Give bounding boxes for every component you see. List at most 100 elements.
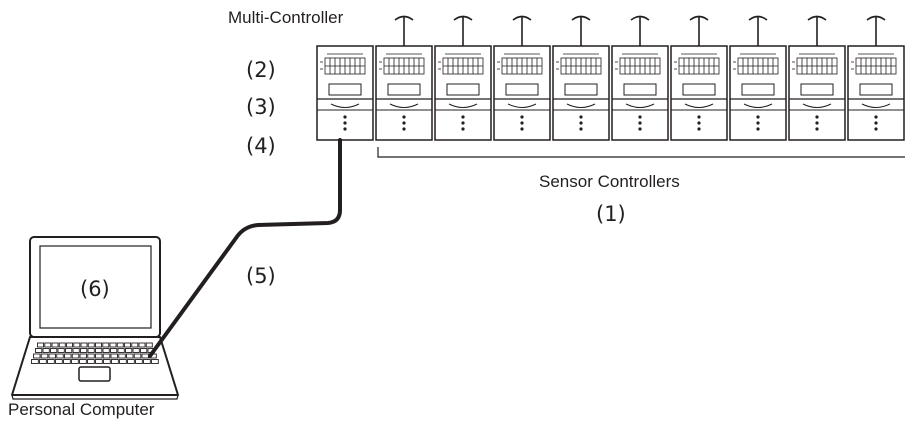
keyboard-key xyxy=(124,342,132,348)
unit-body xyxy=(847,45,905,141)
keyboard-key xyxy=(127,359,135,364)
unit-led-dot xyxy=(874,127,878,131)
keyboard-key xyxy=(95,348,103,353)
unit-led-dot xyxy=(756,121,760,125)
keyboard-key xyxy=(58,342,66,348)
unit-indicator-panel xyxy=(383,57,425,75)
keyboard-key xyxy=(44,342,52,348)
keyboard-key xyxy=(87,342,95,348)
unit-led-dot xyxy=(579,115,583,119)
keyboard-key xyxy=(103,359,111,364)
unit-led-dot xyxy=(343,121,347,125)
sensor-head-icon xyxy=(453,15,473,21)
keyboard-key xyxy=(55,359,63,364)
keyboard-key xyxy=(95,342,103,348)
keyboard-key xyxy=(71,359,79,364)
sensor-controller-unit xyxy=(729,15,787,141)
keyboard-key xyxy=(110,353,119,359)
unit-chevron xyxy=(507,103,537,108)
keyboard-key xyxy=(135,359,143,364)
sensor-head-icon xyxy=(807,15,827,21)
keyboard-key xyxy=(66,342,74,348)
laptop-screen xyxy=(39,245,152,329)
keyboard-key xyxy=(80,348,88,353)
sensor-head-icon xyxy=(630,15,650,21)
sensor-head-icon xyxy=(689,15,709,21)
callout-6: (6) xyxy=(80,277,110,301)
unit-indicator-panel xyxy=(501,57,543,75)
unit-led-dot xyxy=(815,121,819,125)
callout-5: (5) xyxy=(246,264,276,288)
sensor-head-icon xyxy=(571,15,591,21)
unit-led-dot xyxy=(461,121,465,125)
keyboard-key xyxy=(40,353,49,359)
keyboard-key xyxy=(109,342,117,348)
multi-controller-label: Multi-Controller xyxy=(228,8,344,27)
unit-led-dot xyxy=(402,127,406,131)
sensor-controller-unit xyxy=(375,15,433,141)
unit-led-dot xyxy=(461,127,465,131)
unit-indicator-panel xyxy=(796,57,838,75)
laptop-base xyxy=(11,336,179,396)
unit-led-dot xyxy=(520,121,524,125)
sensor-controller-unit xyxy=(847,15,905,141)
laptop-base-front xyxy=(11,394,179,400)
sensor-head-icon xyxy=(866,15,886,21)
unit-indicator-panel xyxy=(619,57,661,75)
keyboard-key xyxy=(125,348,133,353)
sensor-head-icon xyxy=(394,15,414,21)
callout-2: (2) xyxy=(246,58,276,82)
keyboard-key xyxy=(140,348,148,353)
unit-body xyxy=(316,45,374,141)
unit-led-dot xyxy=(697,115,701,119)
unit-led-dot xyxy=(815,115,819,119)
unit-chevron xyxy=(566,103,596,108)
sensor-controller-unit xyxy=(434,15,492,141)
unit-chevron xyxy=(448,103,478,108)
communication-cable xyxy=(148,138,342,358)
unit-body xyxy=(552,45,610,141)
laptop-keyboard xyxy=(31,342,159,364)
unit-chevron xyxy=(684,103,714,108)
unit-led-dot xyxy=(579,121,583,125)
unit-display-window xyxy=(564,83,598,96)
unit-body xyxy=(670,45,728,141)
unit-led-dot xyxy=(402,115,406,119)
unit-led-dot xyxy=(638,115,642,119)
keyboard-key xyxy=(116,342,124,348)
callout-1: (1) xyxy=(596,202,626,226)
keyboard-key xyxy=(119,359,127,364)
laptop-trackpad xyxy=(78,366,111,382)
keyboard-key xyxy=(42,348,50,353)
keyboard-key xyxy=(87,348,95,353)
keyboard-key xyxy=(141,353,150,359)
keyboard-key xyxy=(48,353,57,359)
unit-led-dot xyxy=(815,127,819,131)
keyboard-key xyxy=(72,348,80,353)
unit-body xyxy=(493,45,551,141)
keyboard-key xyxy=(138,342,146,348)
unit-chevron xyxy=(625,103,655,108)
unit-led-dot xyxy=(579,127,583,131)
unit-led-dot xyxy=(697,127,701,131)
sensor-controller-unit xyxy=(788,15,846,141)
unit-display-window xyxy=(741,83,775,96)
keyboard-key xyxy=(102,342,110,348)
keyboard-key xyxy=(51,342,59,348)
keyboard-key xyxy=(50,348,58,353)
sensor-controller-unit xyxy=(670,15,728,141)
unit-chevron xyxy=(330,103,360,108)
keyboard-key xyxy=(47,359,55,364)
unit-chevron xyxy=(802,103,832,108)
personal-computer-label: Personal Computer xyxy=(8,400,155,419)
unit-display-window xyxy=(446,83,480,96)
unit-led-dot xyxy=(756,115,760,119)
keyboard-key xyxy=(147,348,155,353)
keyboard-key xyxy=(39,359,47,364)
keyboard-key xyxy=(37,342,45,348)
keyboard-key xyxy=(73,342,81,348)
keyboard-key xyxy=(102,353,111,359)
keyboard-key xyxy=(87,359,95,364)
keyboard-key xyxy=(110,348,118,353)
keyboard-key xyxy=(57,348,65,353)
